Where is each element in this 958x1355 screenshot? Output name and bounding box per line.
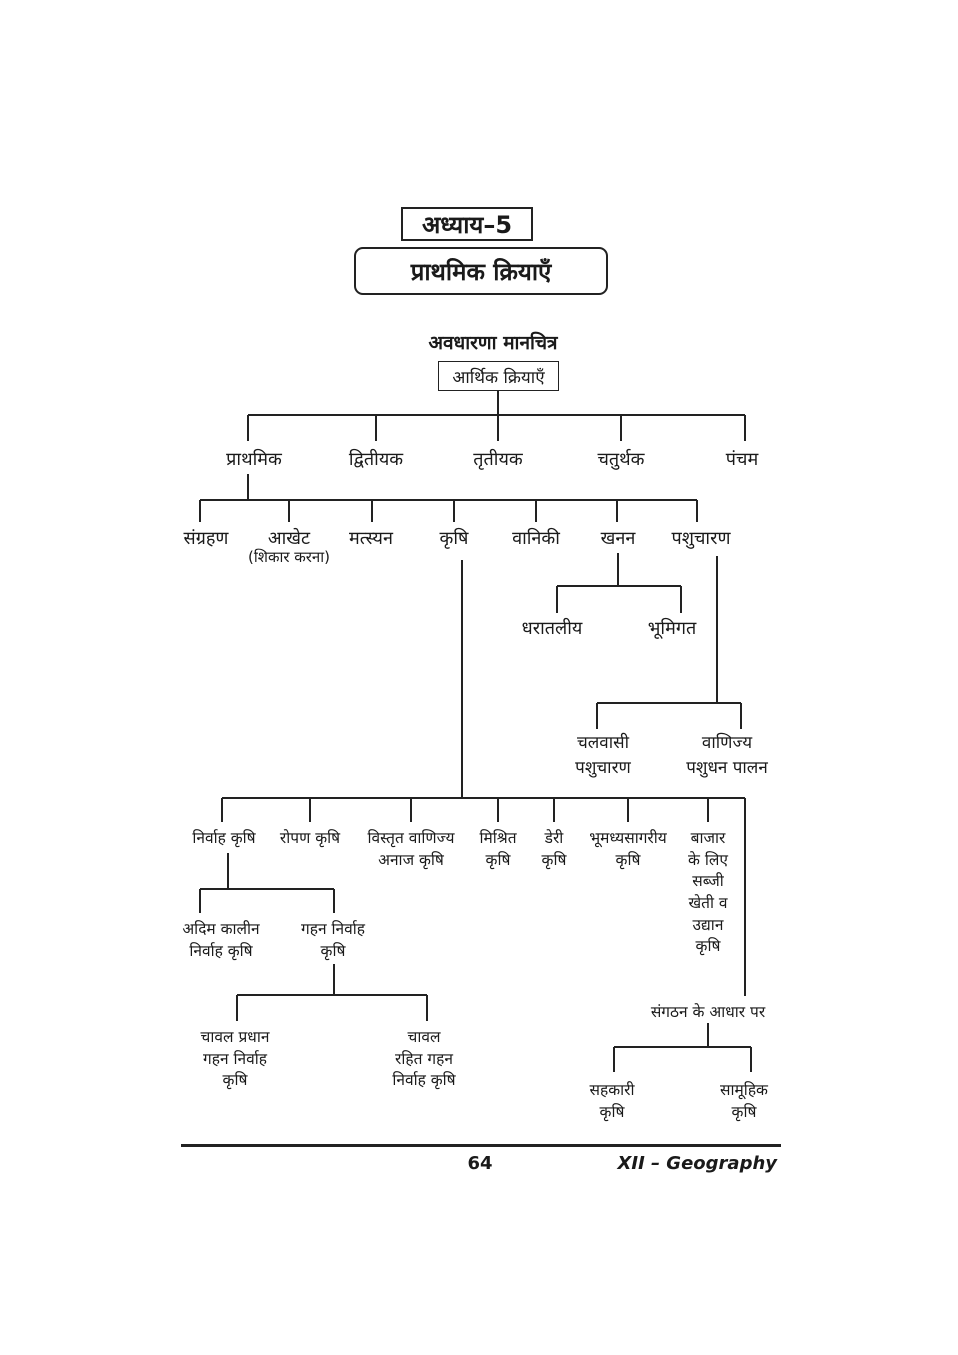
node-herding: पशुचारण	[671, 528, 731, 549]
node-fishing: मत्स्यन	[349, 528, 393, 549]
node-mixed-farming: मिश्रित कृषि	[479, 829, 517, 869]
node-subsistence-farming: निर्वाह कृषि	[192, 829, 256, 847]
node-primitive-subsistence: अदिम कालीन निर्वाह कृषि	[182, 920, 260, 960]
node-nomadic-herding: चलवासी पशुचारण	[575, 733, 631, 778]
node-collective-farming: सामूहिक कृषि	[720, 1081, 768, 1121]
sector-tertiary: तृतीयक	[473, 449, 523, 470]
footer-divider	[181, 1144, 781, 1147]
node-hunting-note: (शिकार करना)	[248, 548, 330, 566]
node-cooperative-farming: सहकारी कृषि	[589, 1081, 635, 1121]
node-commercial-livestock: वाणिज्य पशुधन पालन	[686, 733, 768, 778]
node-rice-dominated: चावल प्रधान गहन निर्वाह कृषि	[200, 1028, 270, 1090]
node-non-rice: चावल रहित गहन निर्वाह कृषि	[392, 1028, 456, 1090]
sector-secondary: द्वितीयक	[348, 449, 404, 470]
concept-map-heading: अवधारणा मानचित्र	[428, 332, 558, 354]
subject-label: XII – Geography	[617, 1153, 778, 1174]
sector-primary: प्राथमिक	[226, 449, 282, 470]
node-extensive-grain: विस्तृत वाणिज्य अनाज कृषि	[367, 829, 455, 869]
root-node: आर्थिक क्रियाएँ	[438, 361, 559, 391]
node-organisation-basis: संगठन के आधार पर	[650, 1003, 766, 1021]
node-mining: खनन	[600, 528, 636, 549]
node-intensive-subsistence: गहन निर्वाह कृषि	[301, 920, 365, 960]
node-market-gardening: बाजार के लिए सब्जी खेती व उद्यान कृषि	[688, 829, 728, 956]
node-plantation: रोपण कृषि	[279, 829, 341, 847]
node-mining-underground: भूमिगत	[647, 618, 697, 639]
chapter-label: अध्याय–5	[401, 207, 533, 241]
chapter-title: प्राथमिक क्रियाएँ	[354, 247, 608, 295]
sector-quinary: पंचम	[725, 449, 759, 470]
node-mining-surface: धरातलीय	[521, 618, 583, 639]
node-agriculture: कृषि	[439, 528, 469, 549]
node-forestry: वानिकी	[512, 528, 560, 549]
node-hunting: आखेट	[267, 528, 311, 549]
sector-quaternary: चतुर्थक	[597, 449, 645, 470]
node-dairy-farming: डेरी कृषि	[541, 829, 567, 869]
node-mediterranean-farming: भूमध्यसागरीय कृषि	[589, 829, 667, 869]
node-collection: संग्रहण	[183, 528, 229, 549]
page-number: 64	[467, 1153, 493, 1174]
